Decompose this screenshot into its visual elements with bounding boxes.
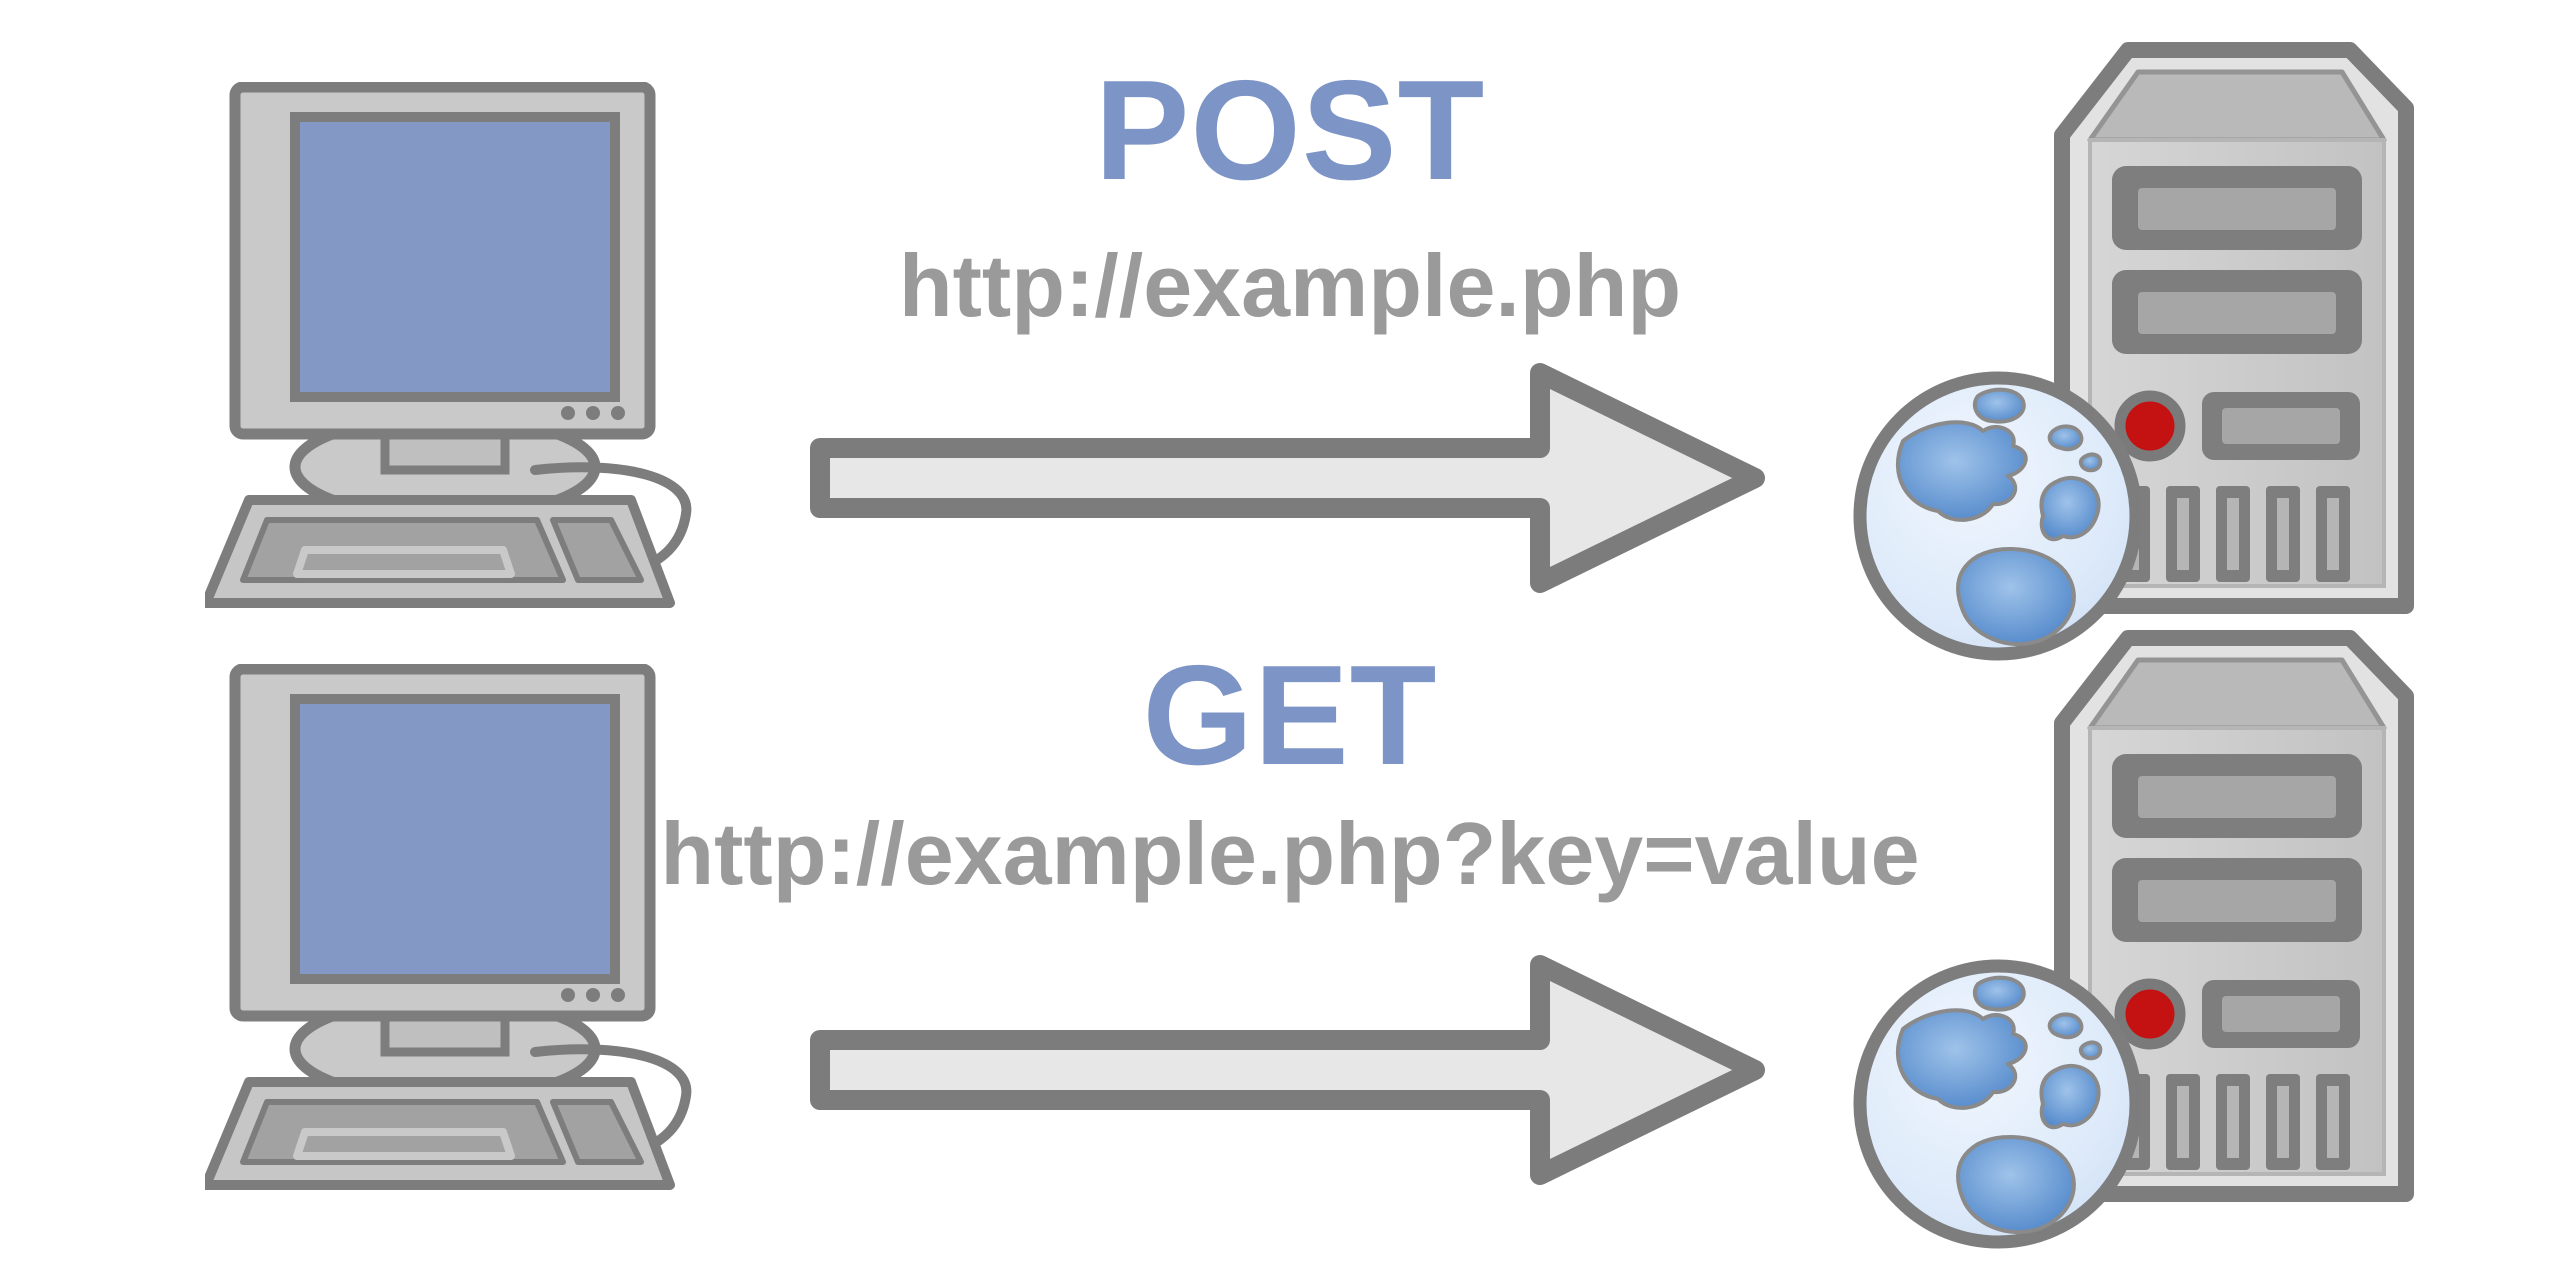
url-label-post: http://example.php [898, 236, 1682, 335]
request-arrow [800, 950, 1780, 1190]
client-computer-icon [205, 82, 695, 612]
method-label-get: GET [1142, 636, 1438, 795]
url-label-get: http://example.php?key=value [660, 804, 1920, 903]
method-label-post: POST [1094, 51, 1486, 210]
client-computer-icon [205, 664, 695, 1194]
request-arrow [800, 358, 1780, 598]
web-server-icon [1850, 628, 2450, 1278]
web-server-icon [1850, 40, 2450, 690]
